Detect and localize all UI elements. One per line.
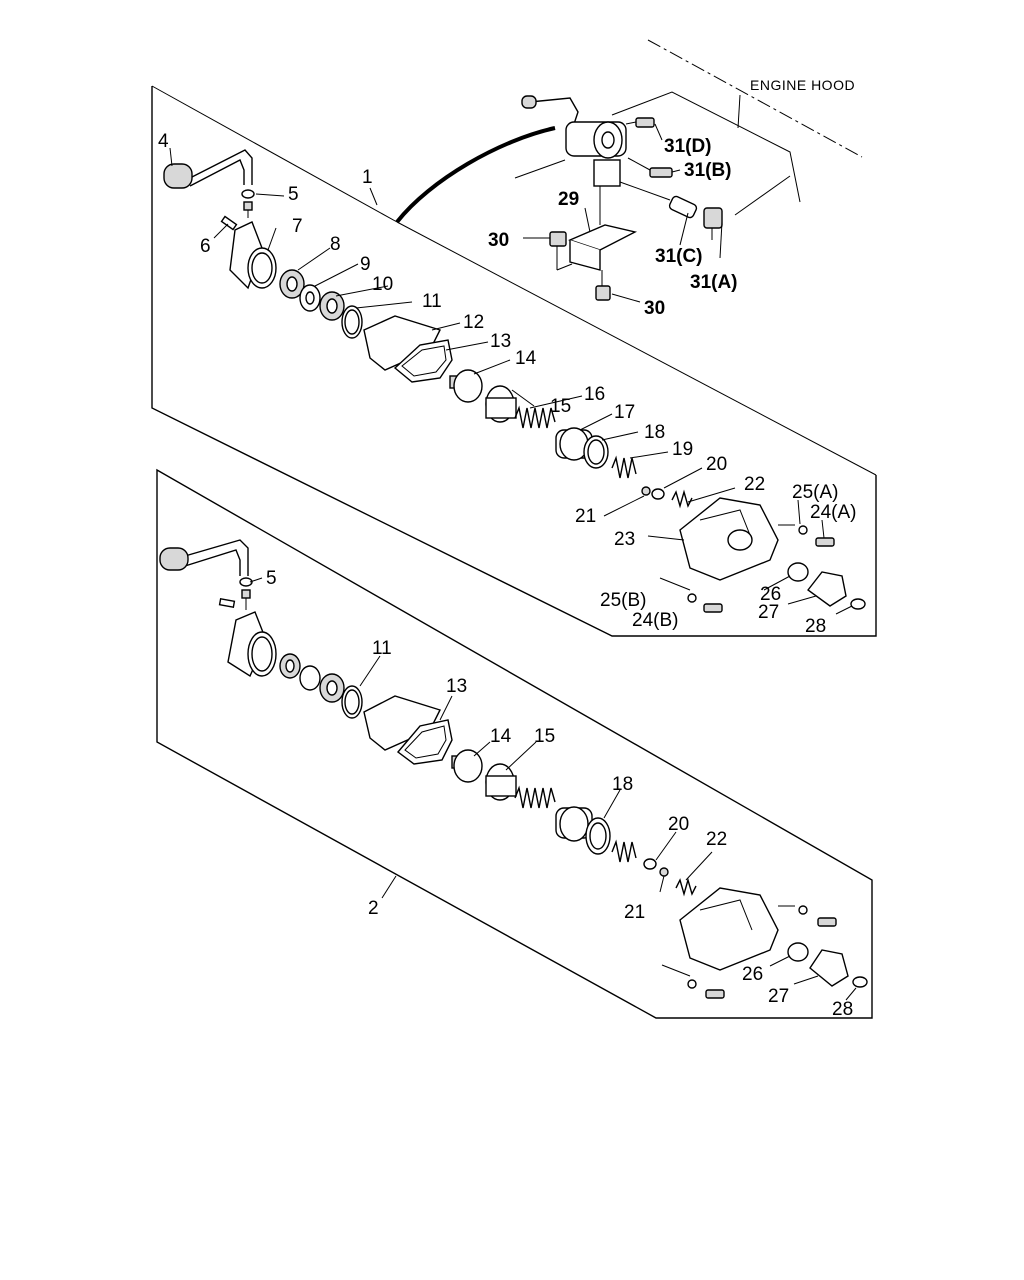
- label-lower-15: 15: [534, 726, 555, 747]
- label-12: 12: [463, 312, 484, 333]
- engine-hood-reference: ENGINE HOOD: [514, 39, 863, 216]
- label-18: 18: [644, 422, 665, 443]
- label-30b: 30: [644, 298, 665, 319]
- label-lower-22: 22: [706, 829, 727, 850]
- label-13: 13: [490, 331, 511, 352]
- label-lower-11: 11: [372, 638, 392, 659]
- label-25b: 25(B): [600, 590, 646, 611]
- lower-assembly-frame: [156, 468, 873, 1019]
- label-23: 23: [614, 529, 635, 550]
- label-19: 19: [672, 439, 693, 460]
- shift-lever-mechanism: 31(D) 31(B) 29 31(C) 31(A) 30 30: [488, 95, 738, 319]
- control-cable: [395, 126, 556, 224]
- label-lower-27: 27: [768, 986, 789, 1007]
- label-31a: 31(A): [690, 272, 738, 293]
- label-24a: 24(A): [810, 502, 856, 523]
- label-21: 21: [575, 506, 596, 527]
- label-30a: 30: [488, 230, 509, 251]
- label-lower-20: 20: [668, 814, 689, 835]
- label-20: 20: [706, 454, 727, 475]
- upper-assembly: 1: [151, 85, 877, 637]
- label-4: 4: [158, 131, 169, 152]
- assembly-label-1: 1: [362, 167, 373, 188]
- label-24b: 24(B): [632, 610, 678, 631]
- label-14: 14: [515, 348, 537, 369]
- label-lower-21: 21: [624, 902, 645, 923]
- upper-assembly-frame: [151, 86, 877, 637]
- label-lower-5: 5: [266, 568, 277, 589]
- label-11: 11: [422, 291, 442, 312]
- label-31c: 31(C): [655, 246, 703, 267]
- label-lower-13: 13: [446, 676, 467, 697]
- engine-hood-label: ENGINE HOOD: [750, 77, 855, 93]
- assembly-label-2: 2: [368, 898, 379, 919]
- label-lower-18: 18: [612, 774, 633, 795]
- label-22: 22: [744, 474, 765, 495]
- lower-assembly: 2: [156, 468, 873, 1020]
- label-27: 27: [758, 602, 779, 623]
- label-6: 6: [200, 236, 211, 257]
- label-28: 28: [805, 616, 826, 637]
- label-26: 26: [760, 584, 781, 605]
- label-31b: 31(B): [684, 160, 732, 181]
- label-5: 5: [288, 184, 299, 205]
- label-7: 7: [292, 216, 303, 237]
- label-10: 10: [372, 274, 393, 295]
- label-17: 17: [614, 402, 635, 423]
- label-lower-28: 28: [832, 999, 853, 1020]
- label-15: 15: [550, 396, 571, 417]
- label-29: 29: [558, 189, 579, 210]
- label-9: 9: [360, 254, 371, 275]
- label-25a: 25(A): [792, 482, 838, 503]
- label-16: 16: [584, 384, 605, 405]
- label-lower-14: 14: [490, 726, 512, 747]
- label-lower-26: 26: [742, 964, 763, 985]
- label-8: 8: [330, 234, 341, 255]
- label-31d: 31(D): [664, 136, 712, 157]
